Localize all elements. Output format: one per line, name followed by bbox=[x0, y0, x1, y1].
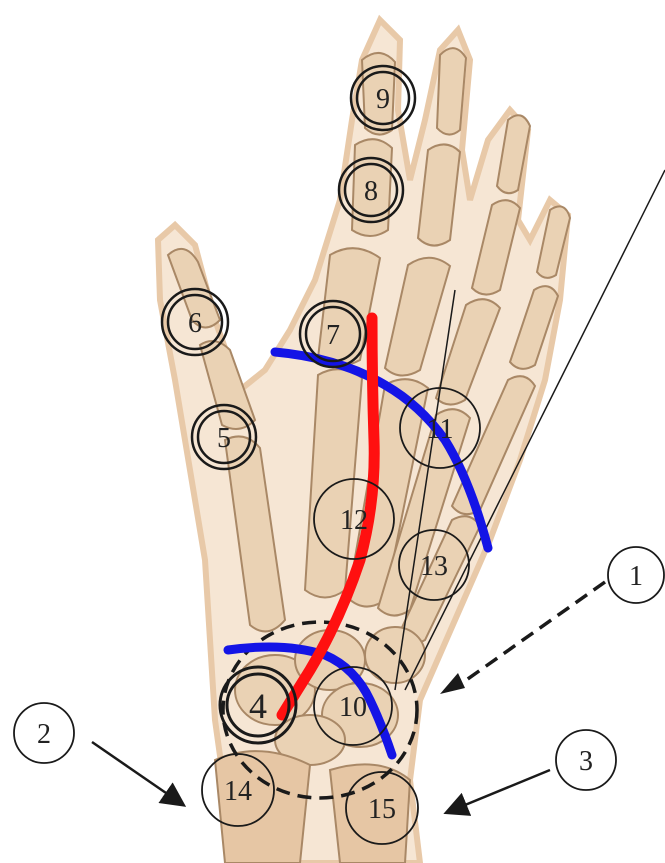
marker-label: 9 bbox=[376, 84, 390, 115]
marker-label: 5 bbox=[217, 423, 231, 454]
marker-label: 15 bbox=[368, 794, 396, 825]
callout-3: 3 bbox=[448, 730, 616, 812]
marker-label: 6 bbox=[188, 308, 202, 339]
dashed-arrow bbox=[455, 582, 605, 688]
marker-label: 10 bbox=[339, 692, 367, 723]
marker-label: 7 bbox=[326, 320, 340, 351]
solid-arrow bbox=[92, 742, 182, 804]
marker-label: 8 bbox=[364, 176, 378, 207]
solid-arrow bbox=[448, 770, 550, 812]
callout-label: 2 bbox=[37, 719, 51, 750]
marker-label: 12 bbox=[340, 505, 368, 536]
marker-label: 11 bbox=[427, 414, 454, 445]
marker-label: 14 bbox=[224, 776, 252, 807]
dashed-arrow-head bbox=[440, 673, 465, 694]
callout-label: 1 bbox=[629, 561, 643, 592]
callout-label: 3 bbox=[579, 746, 593, 777]
marker-label: 13 bbox=[420, 551, 448, 582]
callout-2: 2 bbox=[14, 703, 182, 804]
marker-label: 4 bbox=[249, 686, 267, 726]
